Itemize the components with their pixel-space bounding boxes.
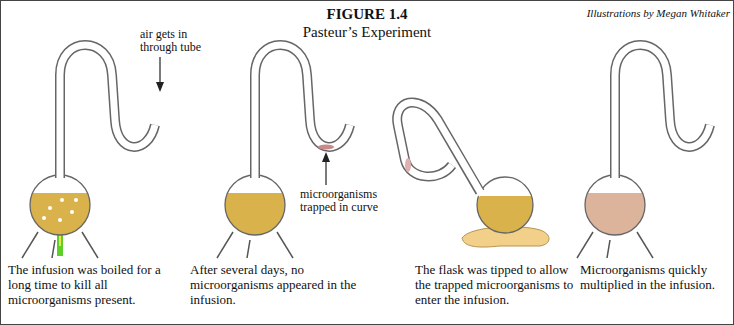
step-caption: Microorganisms quickly multiplied in the…	[580, 262, 728, 292]
contaminated-flask	[577, 45, 710, 258]
trap-callout: microorganisms trapped in curve	[300, 188, 400, 214]
step-caption: After several days, no microorganisms ap…	[190, 262, 362, 307]
tipped-flask	[397, 102, 549, 247]
figure-subtitle: Pasteur’s Experiment	[0, 24, 734, 41]
step-caption: The infusion was boiled for a long time …	[8, 262, 180, 307]
credit-note: Illustrations by Megan Whitaker	[560, 7, 730, 19]
step-caption: The flask was tipped to allow the trappe…	[415, 262, 577, 307]
swan-neck-flask	[217, 45, 350, 258]
air-callout: air gets in through tube	[140, 28, 215, 54]
boiling-flask	[22, 45, 155, 258]
